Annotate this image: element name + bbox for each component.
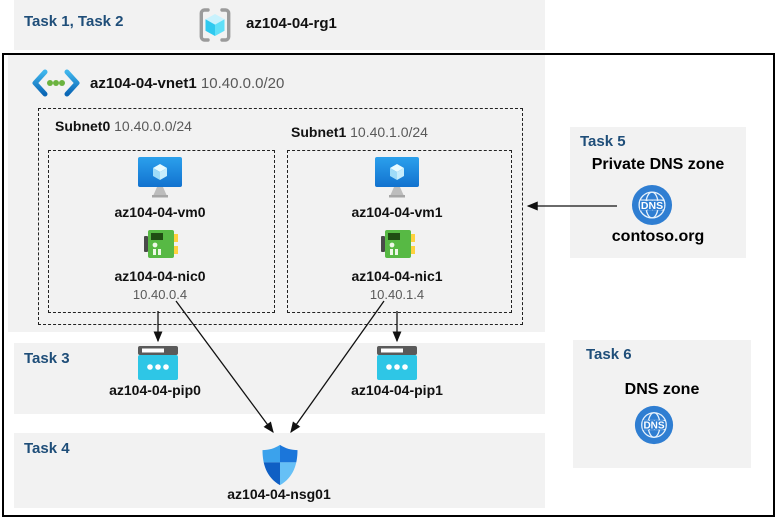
vnet-title: az104-04-vnet1 10.40.0.0/20 (90, 75, 284, 92)
private-dns-icon-text: DNS (641, 200, 663, 212)
pip1-icon (377, 346, 417, 380)
vm1-icon (372, 155, 422, 199)
nic0-icon (143, 226, 179, 262)
subnet1-cidr: 10.40.1.0/24 (350, 124, 428, 140)
task3-label: Task 3 (24, 350, 70, 367)
subnet0-box (48, 150, 275, 313)
task5-box: Task 5 Private DNS zone DNS contoso.org (570, 127, 746, 258)
subnet0-name: Subnet0 (55, 118, 111, 134)
nic1-icon (380, 226, 416, 262)
task5-zone-name: contoso.org (611, 228, 705, 245)
subnet1-name: Subnet1 (291, 124, 347, 140)
task6-title: DNS zone (624, 381, 700, 398)
subnet1-title: Subnet1 10.40.1.0/24 (291, 124, 428, 140)
nsg-label: az104-04-nsg01 (227, 486, 331, 502)
pip1-label: az104-04-pip1 (351, 382, 443, 398)
task5-title: Private DNS zone (591, 156, 725, 173)
main-border-box (2, 53, 775, 517)
vm0-icon (135, 155, 185, 199)
nsg-icon (258, 444, 302, 486)
vnet-name: az104-04-vnet1 (90, 75, 197, 92)
task3-band: Task 3 (14, 343, 545, 414)
nic0-ip: 10.40.0.4 (132, 287, 188, 302)
vnet-panel: az104-04-vnet1 10.40.0.0/20 (8, 55, 545, 332)
nic1-label: az104-04-nic1 (351, 268, 443, 284)
resource-group-name: az104-04-rg1 (246, 15, 337, 32)
header-band: Task 1, Task 2 az104-04-rg1 (14, 0, 545, 50)
task6-label: Task 6 (586, 346, 632, 363)
nic1-ip: 10.40.1.4 (369, 287, 425, 302)
pip0-label: az104-04-pip0 (109, 382, 201, 398)
task5-label: Task 5 (580, 133, 626, 150)
subnet0-title: Subnet0 10.40.0.0/24 (55, 118, 192, 134)
task6-box: Task 6 DNS zone DNS (573, 340, 751, 468)
subnets-container (38, 108, 523, 325)
dns-zone-icon: DNS (634, 405, 674, 445)
virtual-network-icon (30, 68, 82, 98)
resource-group-icon (198, 7, 232, 43)
vnet-cidr: 10.40.0.0/20 (200, 75, 285, 92)
vm0-label: az104-04-vm0 (114, 204, 206, 220)
subnet1-box (287, 150, 512, 313)
dns-zone-icon-text: DNS (643, 421, 664, 432)
vm1-label: az104-04-vm1 (351, 204, 443, 220)
nic0-label: az104-04-nic0 (114, 268, 206, 284)
private-dns-icon: DNS (631, 184, 673, 226)
task4-label: Task 4 (24, 440, 70, 457)
pip0-icon (138, 346, 178, 380)
task1-2-label: Task 1, Task 2 (24, 13, 124, 30)
subnet0-cidr: 10.40.0.0/24 (114, 118, 192, 134)
